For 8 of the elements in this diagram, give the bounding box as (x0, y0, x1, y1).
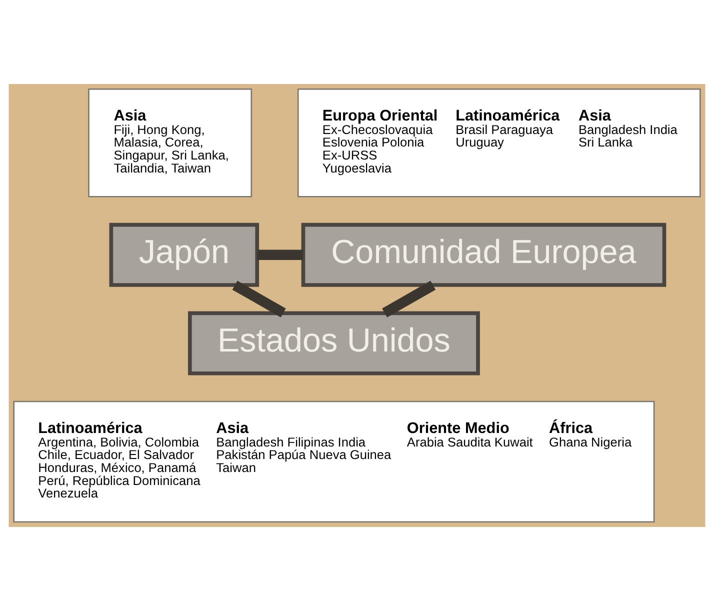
node-box: Europa Oriental Ex-Checoslovaquia Eslovenia Polonia Ex-URSS Yugoeslavia Latinoamérica Brasil Paraguaya Uruguay Asia Bangladesh India Sri Lanka (297, 88, 701, 197)
node-box: Comunidad Europea (301, 222, 666, 286)
connector (382, 280, 436, 317)
node-box: Asia Fiji, Hong Kong, Malasia, Corea, Singapur, Sri Lanka, Tailandia, Taiwan (88, 88, 252, 197)
connector (257, 249, 303, 260)
node-box: Estados Unidos (188, 310, 480, 375)
node-box: Japón (109, 222, 260, 286)
node-box: Latinoamérica Argentina, Bolivia, Colombia Chile, Ecuador, El Salvador Honduras, México, Panamá Perú, República Dominicana Venezuela Asia Bangladesh Filipinas India Pakistán Papúa Nueva Guinea Taiwan Oriente Medio Arabia Saudita Kuwait África Ghana Nigeria (13, 400, 655, 522)
